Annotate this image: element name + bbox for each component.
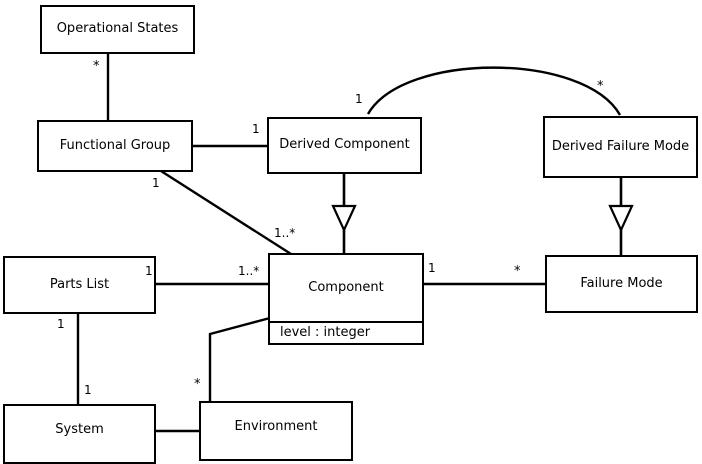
class-box-system[interactable]: System (3, 404, 156, 464)
generalization-triangle-derived-failure-mode (608, 204, 634, 233)
class-box-failure-mode[interactable]: Failure Mode (545, 255, 698, 313)
edge-component-environment (208, 316, 271, 401)
class-box-component[interactable]: Component level : integer (268, 253, 424, 345)
class-box-derived-component[interactable]: Derived Component (267, 117, 422, 174)
class-box-operational-states[interactable]: Operational States (40, 5, 195, 54)
class-box-derived-failure-mode[interactable]: Derived Failure Mode (543, 116, 698, 178)
multiplicity-operational-states-functional-group: * (93, 59, 100, 74)
multiplicity-functional-group-component-target: 1..* (274, 226, 296, 240)
multiplicity-component-environment: * (194, 377, 201, 392)
generalization-triangle-derived-component (331, 204, 357, 233)
multiplicity-derived-failure-mode-arc-target: * (597, 79, 604, 94)
edge-functional-group-component (160, 169, 292, 256)
class-name-derived-failure-mode: Derived Failure Mode (551, 138, 690, 154)
class-box-parts-list[interactable]: Parts List (3, 256, 156, 314)
class-name-component: Component (308, 279, 384, 295)
multiplicity-functional-group-derived-component: 1 (252, 122, 260, 136)
multiplicity-parts-list-component-target: 1..* (238, 264, 260, 278)
multiplicity-derived-component-arc-source: 1 (355, 92, 363, 106)
class-name-functional-group: Functional Group (59, 137, 171, 153)
class-name-environment: Environment (234, 419, 318, 435)
multiplicity-component-failure-mode-target: * (514, 264, 521, 279)
multiplicity-parts-list-system-source: 1 (57, 317, 65, 331)
class-name-operational-states: Operational States (56, 21, 179, 37)
class-attribute-component-level: level : integer (270, 320, 422, 343)
multiplicity-component-failure-mode-source: 1 (428, 261, 436, 275)
class-box-functional-group[interactable]: Functional Group (37, 120, 193, 172)
class-name-failure-mode: Failure Mode (580, 275, 663, 291)
multiplicity-functional-group-component-source: 1 (152, 176, 160, 190)
class-box-environment[interactable]: Environment (199, 401, 353, 461)
class-name-parts-list: Parts List (49, 276, 110, 292)
multiplicity-parts-list-system-target: 1 (84, 383, 92, 397)
edge-derived-component-derived-failure-mode-arc (366, 66, 622, 116)
class-name-derived-component: Derived Component (279, 137, 410, 153)
class-name-system: System (55, 421, 104, 437)
multiplicity-parts-list-component-source: 1 (145, 264, 153, 278)
